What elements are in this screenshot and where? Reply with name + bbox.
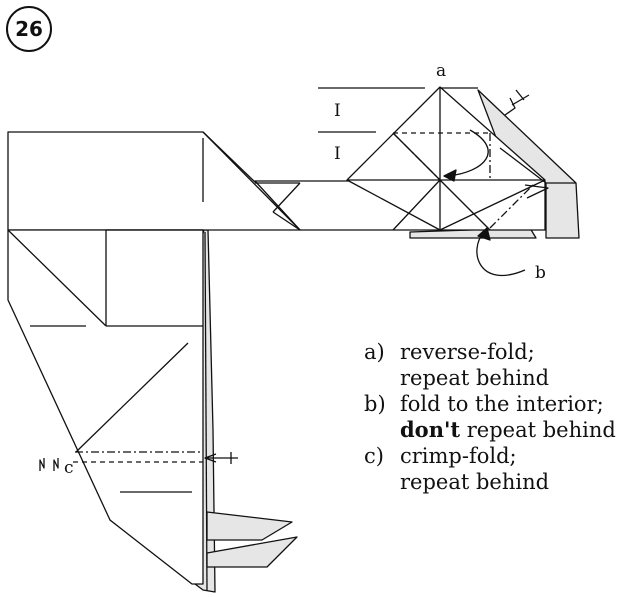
instruction-text: crimp-fold;: [400, 444, 517, 468]
instruction-item-c: c) crimp-fold; repeat behind: [364, 443, 620, 495]
instruction-text: repeat behind: [460, 418, 616, 442]
label-b: b: [535, 263, 546, 283]
mountain-fold-line-head: [392, 132, 441, 181]
layer-label-top: I: [334, 101, 341, 121]
instruction-item-b: b) fold to the interior; don't repeat be…: [364, 391, 620, 443]
mountain-fold-line-flap: [489, 182, 536, 229]
arrows: [39, 89, 530, 471]
instruction-key: b): [364, 392, 386, 416]
step-number: 26: [15, 17, 43, 41]
paper-front: [7, 86, 546, 585]
repeat-arrow-upper: [504, 97, 516, 116]
foot-back-2: [206, 536, 298, 568]
instruction-text: repeat behind: [400, 366, 550, 390]
instruction-text: repeat behind: [400, 470, 550, 494]
crimp-symbol: [39, 458, 59, 471]
arrow-a-fold: [447, 129, 489, 177]
instruction-key: c): [364, 444, 384, 468]
layer-label-bottom: I: [334, 144, 341, 164]
arrow-b-fold: [476, 231, 526, 277]
instruction-text: reverse-fold;: [400, 340, 535, 364]
instruction-emphasis: don't: [400, 417, 461, 442]
instruction-text: fold to the interior;: [400, 392, 604, 416]
instruction-key: a): [364, 340, 385, 364]
foot-back-1: [206, 511, 293, 541]
label-a: a: [436, 61, 447, 81]
step-number-badge: 26: [6, 6, 52, 52]
label-c: c: [64, 458, 74, 478]
instruction-item-a: a) reverse-fold; repeat behind: [364, 339, 620, 391]
instructions-list: a) reverse-fold; repeat behind b) fold t…: [364, 339, 620, 495]
